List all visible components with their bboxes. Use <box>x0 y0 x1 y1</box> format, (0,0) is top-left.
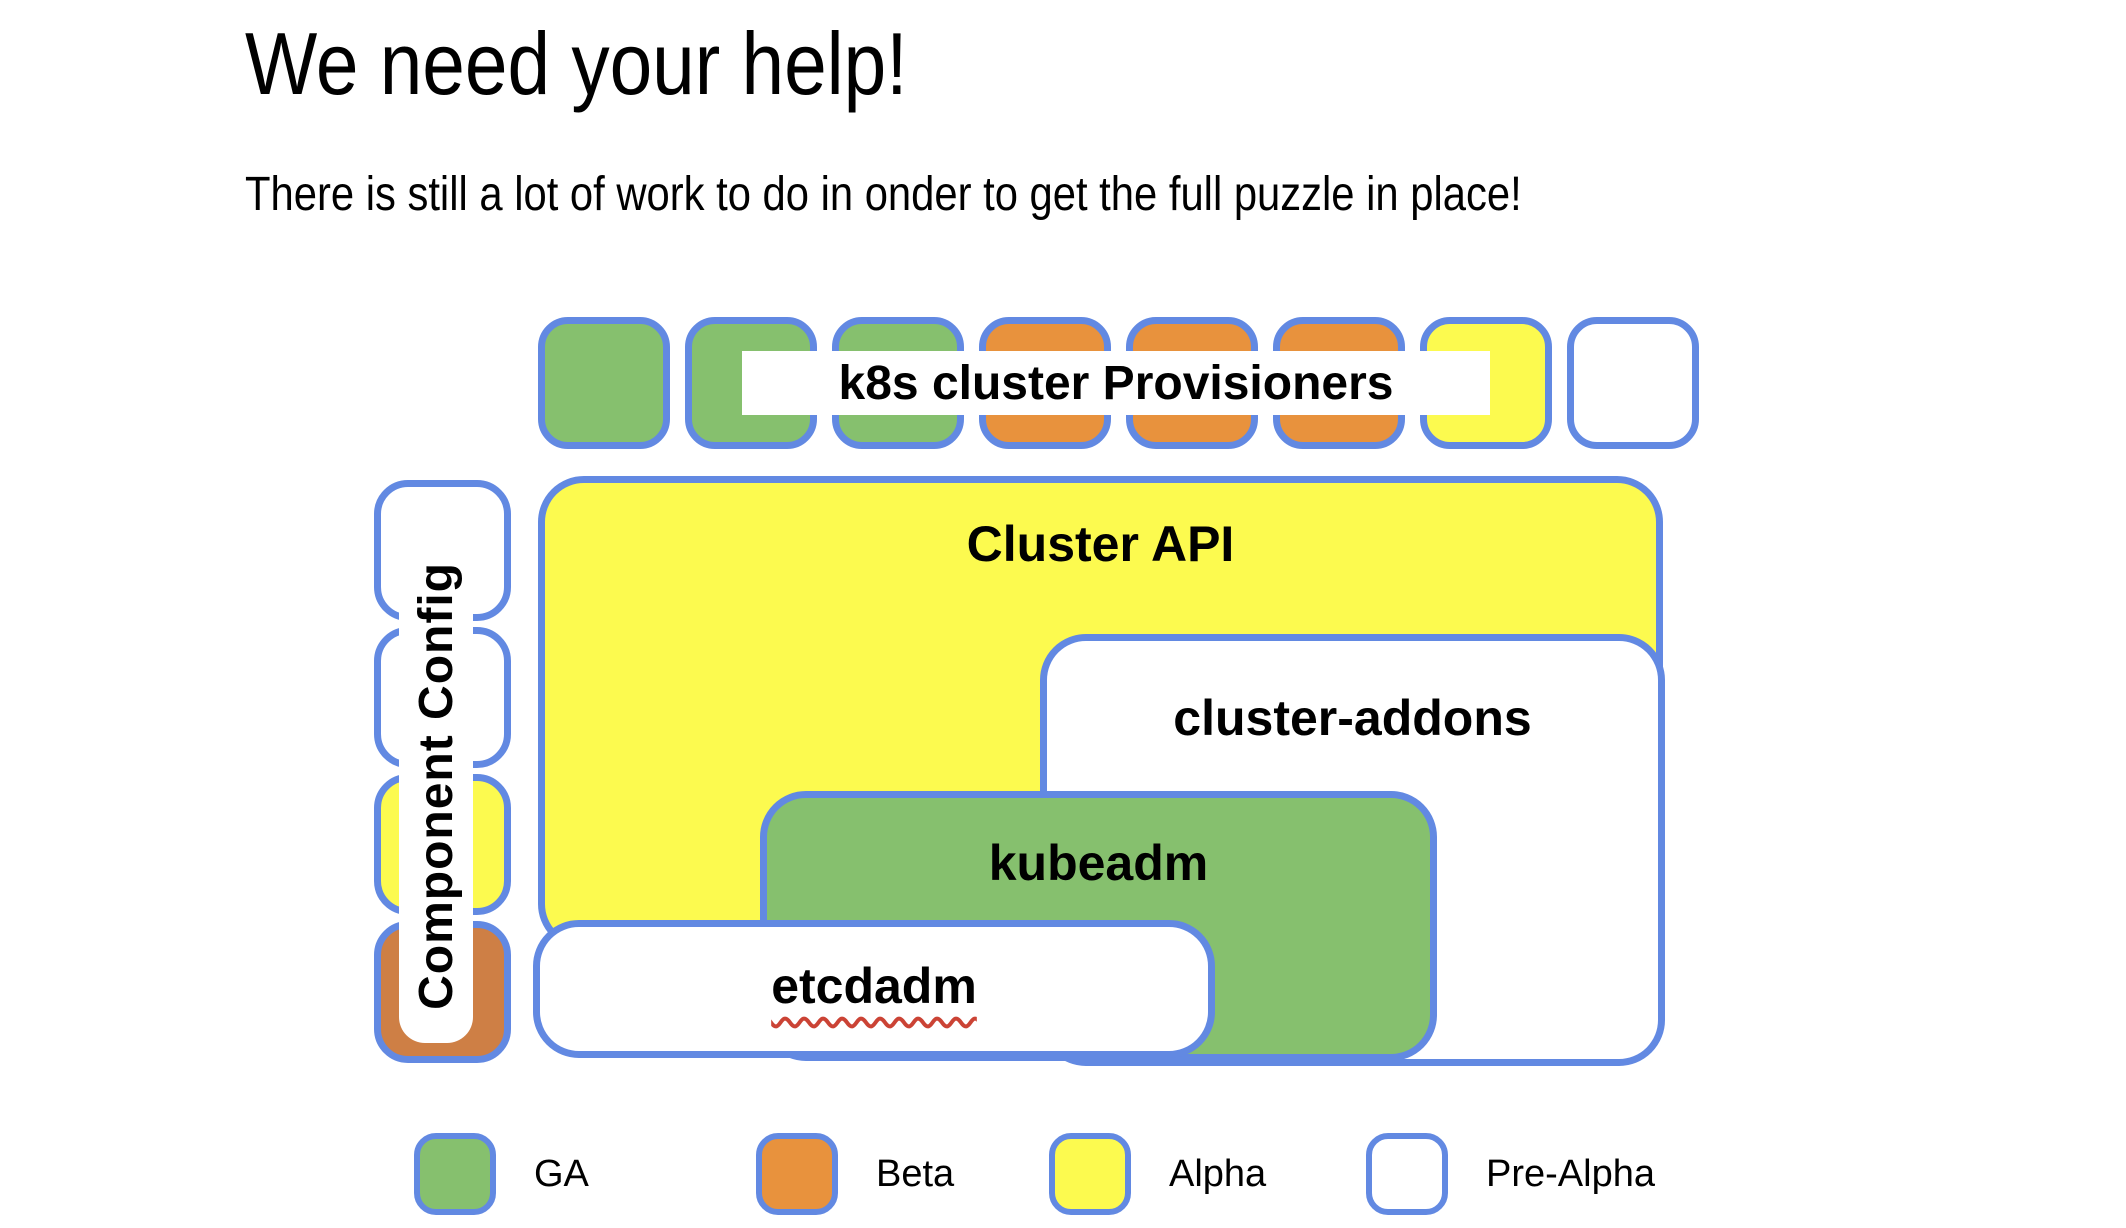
legend: GA Beta Alpha Pre-Alpha <box>414 1133 2126 1223</box>
legend-label: Alpha <box>1169 1152 1267 1195</box>
provisioners-label: k8s cluster Provisioners <box>742 351 1490 415</box>
legend-swatch-beta <box>756 1133 838 1215</box>
legend-swatch-alpha <box>1049 1133 1131 1215</box>
page-subtitle-text: There is still a lot of work to do in on… <box>245 168 1522 221</box>
etcdadm-label: etcdadm <box>771 958 977 1014</box>
cluster-api-label: Cluster API <box>966 516 1235 572</box>
cluster-addons-label: cluster-addons <box>1173 690 1532 746</box>
component-config-label-text: Component Config <box>409 562 463 1010</box>
kubeadm-label: kubeadm <box>988 835 1209 891</box>
legend-item-pre_alpha: Pre-Alpha <box>1366 1133 1655 1215</box>
component-config-label: Component Config <box>399 529 473 1043</box>
provisioner-square-1-ga <box>538 317 670 449</box>
legend-label: Beta <box>876 1152 955 1195</box>
page-subtitle: There is still a lot of work to do in on… <box>245 166 1712 224</box>
legend-swatch-pre_alpha <box>1366 1133 1448 1215</box>
legend-swatch-ga <box>414 1133 496 1215</box>
page-title: We need your help! <box>245 14 1007 113</box>
etcdadm-box: etcdadm <box>533 920 1215 1058</box>
legend-label: GA <box>534 1152 589 1195</box>
legend-label: Pre-Alpha <box>1486 1152 1655 1195</box>
provisioner-square-8-pre_alpha <box>1567 317 1699 449</box>
legend-item-alpha: Alpha <box>1049 1133 1266 1215</box>
legend-item-ga: GA <box>414 1133 589 1215</box>
legend-item-beta: Beta <box>756 1133 954 1215</box>
page-title-text: We need your help! <box>245 14 908 113</box>
